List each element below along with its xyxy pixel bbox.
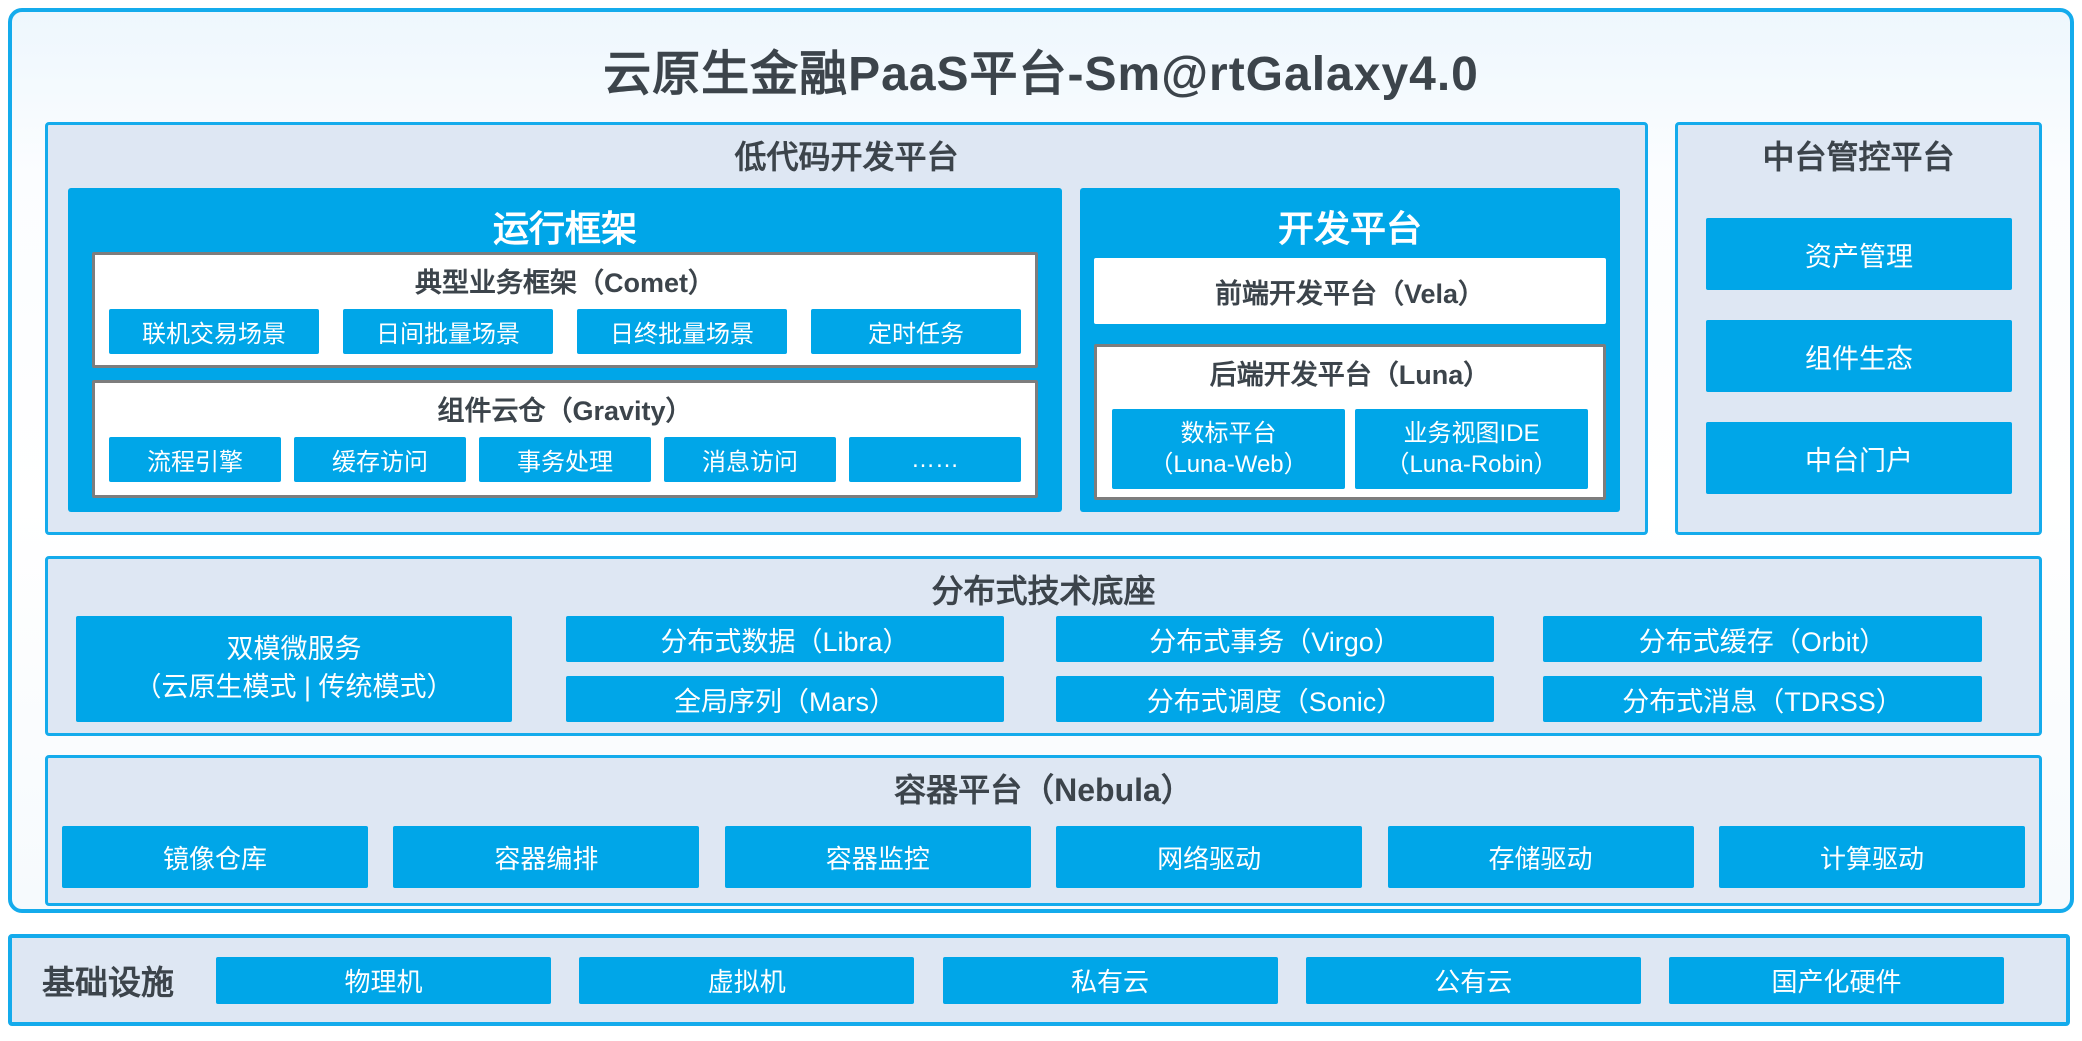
panel-distributed-base: 分布式技术底座 双模微服务 （云原生模式 | 传统模式） 分布式数据（Libra… bbox=[45, 556, 2042, 736]
gravity-item: 流程引擎 bbox=[109, 437, 281, 482]
container-item-compute-driver: 计算驱动 bbox=[1718, 826, 2025, 888]
infra-item-domestic-hardware: 国产化硬件 bbox=[1669, 956, 2004, 1004]
distributed-title: 分布式技术底座 bbox=[931, 573, 1156, 609]
gravity-items-row: 流程引擎 缓存访问 事务处理 消息访问 …… bbox=[109, 437, 1021, 482]
main-frame: 云原生金融PaaS平台-Sm@rtGalaxy4.0 低代码开发平台 运行框架 … bbox=[8, 8, 2074, 913]
luna-robin-line2: （Luna-Robin） bbox=[1385, 451, 1558, 478]
comet-item: 日终批量场景 bbox=[577, 309, 787, 354]
panel-lowcode-platform: 低代码开发平台 运行框架 典型业务框架（Comet） 联机交易场景 日间批量场景… bbox=[45, 122, 1648, 535]
container-platform-title: 容器平台（Nebula） bbox=[894, 772, 1193, 808]
dev-platform-box: 开发平台 前端开发平台（Vela） 后端开发平台（Luna） 数标平台 （Lun… bbox=[1080, 188, 1620, 512]
gravity-title: 组件云仓（Gravity） bbox=[437, 396, 693, 426]
luna-title: 后端开发平台（Luna） bbox=[1209, 360, 1491, 390]
lowcode-panel-title: 低代码开发平台 bbox=[734, 139, 959, 175]
infrastructure-title: 基础设施 bbox=[42, 964, 174, 1001]
panel-infrastructure: 基础设施 物理机 虚拟机 私有云 公有云 国产化硬件 bbox=[8, 934, 2070, 1026]
page-title: 云原生金融PaaS平台-Sm@rtGalaxy4.0 bbox=[603, 48, 1479, 101]
dist-item-libra: 分布式数据（Libra） bbox=[566, 616, 1004, 662]
dual-mode-line2: （云原生模式 | 传统模式） bbox=[134, 672, 454, 702]
gravity-item: 事务处理 bbox=[479, 437, 651, 482]
runtime-framework-box: 运行框架 典型业务框架（Comet） 联机交易场景 日间批量场景 日终批量场景 … bbox=[68, 188, 1062, 512]
midplatform-title: 中台管控平台 bbox=[1762, 139, 1955, 175]
comet-title: 典型业务框架（Comet） bbox=[414, 268, 715, 298]
panel-midplatform-control: 中台管控平台 资产管理 组件生态 中台门户 bbox=[1675, 122, 2042, 535]
luna-robin-item: 业务视图IDE （Luna-Robin） bbox=[1355, 409, 1588, 489]
comet-item: 联机交易场景 bbox=[109, 309, 319, 354]
dual-mode-line1: 双模微服务 bbox=[226, 634, 362, 665]
luna-web-item: 数标平台 （Luna-Web） bbox=[1112, 409, 1345, 489]
luna-web-line2: （Luna-Web） bbox=[1149, 451, 1308, 478]
container-item-image-repo: 镜像仓库 bbox=[62, 826, 368, 888]
dev-platform-title: 开发平台 bbox=[1277, 208, 1422, 249]
dual-mode-microservice-box: 双模微服务 （云原生模式 | 传统模式） bbox=[76, 616, 512, 722]
midplatform-item-component-eco: 组件生态 bbox=[1706, 320, 2012, 392]
luna-backend-box: 后端开发平台（Luna） 数标平台 （Luna-Web） 业务视图IDE （Lu… bbox=[1094, 344, 1606, 500]
runtime-framework-title: 运行框架 bbox=[492, 208, 637, 249]
infrastructure-items-row: 物理机 虚拟机 私有云 公有云 国产化硬件 bbox=[216, 956, 2004, 1004]
dist-item-mars: 全局序列（Mars） bbox=[566, 676, 1004, 722]
container-items-row: 镜像仓库 容器编排 容器监控 网络驱动 存储驱动 计算驱动 bbox=[62, 826, 2025, 888]
container-item-monitoring: 容器监控 bbox=[724, 826, 1031, 888]
dist-item-orbit: 分布式缓存（Orbit） bbox=[1543, 616, 1982, 662]
panel-container-platform: 容器平台（Nebula） 镜像仓库 容器编排 容器监控 网络驱动 存储驱动 计算… bbox=[45, 755, 2042, 906]
comet-items-row: 联机交易场景 日间批量场景 日终批量场景 定时任务 bbox=[109, 309, 1021, 354]
vela-frontend-box: 前端开发平台（Vela） bbox=[1094, 258, 1606, 324]
comet-framework-box: 典型业务框架（Comet） 联机交易场景 日间批量场景 日终批量场景 定时任务 bbox=[92, 252, 1038, 368]
infra-item-physical-machine: 物理机 bbox=[216, 956, 551, 1004]
comet-item: 定时任务 bbox=[811, 309, 1021, 354]
luna-web-line1: 数标平台 bbox=[1180, 419, 1277, 447]
midplatform-item-asset-mgmt: 资产管理 bbox=[1706, 218, 2012, 290]
gravity-warehouse-box: 组件云仓（Gravity） 流程引擎 缓存访问 事务处理 消息访问 …… bbox=[92, 380, 1038, 498]
gravity-item: 缓存访问 bbox=[294, 437, 466, 482]
dist-item-sonic: 分布式调度（Sonic） bbox=[1056, 676, 1494, 722]
container-item-network-driver: 网络驱动 bbox=[1056, 826, 1363, 888]
infra-item-private-cloud: 私有云 bbox=[942, 956, 1278, 1004]
luna-items-row: 数标平台 （Luna-Web） 业务视图IDE （Luna-Robin） bbox=[1112, 409, 1588, 489]
infra-item-virtual-machine: 虚拟机 bbox=[579, 956, 915, 1004]
dist-item-tdrss: 分布式消息（TDRSS） bbox=[1543, 676, 1982, 722]
dist-item-virgo: 分布式事务（Virgo） bbox=[1056, 616, 1494, 662]
gravity-item: 消息访问 bbox=[664, 437, 836, 482]
container-item-orchestration: 容器编排 bbox=[393, 826, 700, 888]
luna-robin-line1: 业务视图IDE bbox=[1403, 419, 1540, 447]
midplatform-item-portal: 中台门户 bbox=[1706, 422, 2012, 494]
infra-item-public-cloud: 公有云 bbox=[1305, 956, 1641, 1004]
comet-item: 日间批量场景 bbox=[343, 309, 553, 354]
gravity-item-ellipsis: …… bbox=[849, 437, 1021, 482]
container-item-storage-driver: 存储驱动 bbox=[1387, 826, 1694, 888]
